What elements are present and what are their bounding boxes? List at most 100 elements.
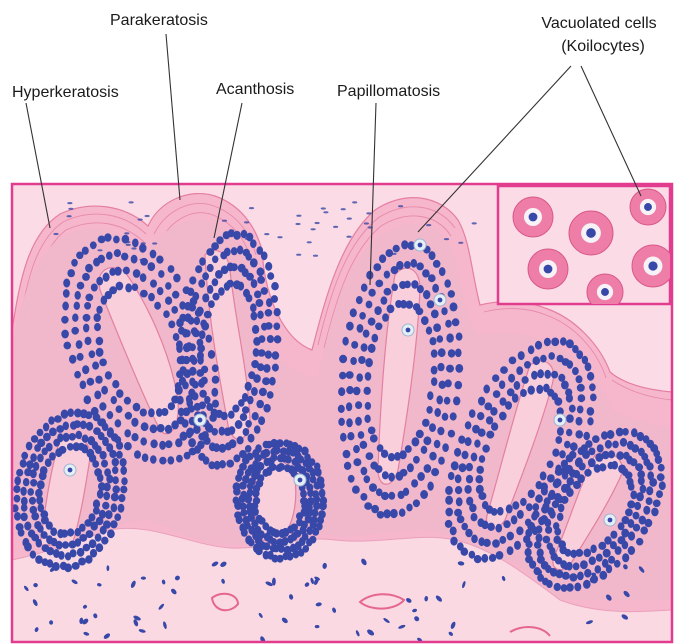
epithelial-nucleus [60,562,67,570]
epithelial-nucleus [478,397,485,406]
epithelial-nucleus [306,538,312,546]
epithelial-nucleus [116,441,123,449]
epithelial-nucleus [445,320,452,328]
epithelial-nucleus [124,442,132,450]
epithelial-nucleus [179,314,186,322]
epithelial-nucleus [272,364,279,372]
parakeratotic-nucleus [347,218,352,220]
epithelial-nucleus [580,560,588,569]
epithelial-nucleus [442,443,449,452]
epithelial-nucleus [507,388,515,396]
epithelial-nucleus [74,528,81,536]
epithelial-nucleus [178,327,185,335]
epithelial-nucleus [72,562,80,570]
epithelial-nucleus [445,508,453,517]
epithelial-nucleus [573,470,580,478]
epithelial-nucleus [608,556,615,564]
epithelial-nucleus [140,273,147,282]
epithelial-nucleus [653,500,661,508]
epithelial-nucleus [96,543,104,552]
epithelial-nucleus [544,338,551,346]
epithelial-nucleus [364,475,371,483]
epithelial-nucleus [499,536,506,544]
epithelial-nucleus [496,551,504,560]
epithelial-nucleus [276,439,284,447]
epithelial-nucleus [177,396,184,405]
epithelial-nucleus [240,491,247,499]
epithelial-nucleus [226,280,234,288]
epithelial-nucleus [471,535,478,544]
epithelial-nucleus [622,553,629,562]
epithelial-nucleus [233,482,241,491]
epithelial-nucleus [101,386,108,395]
epithelial-nucleus [420,490,428,499]
epithelial-nucleus [454,448,461,457]
epithelial-nucleus [520,389,527,397]
epithelial-nucleus [112,466,118,474]
parakeratotic-nucleus [315,222,320,224]
epithelial-nucleus [253,544,260,553]
epithelial-nucleus [489,554,496,562]
koilocyte-nucleus [544,265,553,274]
epithelial-nucleus [370,462,378,470]
epithelial-nucleus [454,509,462,517]
parakeratotic-nucleus [249,207,254,209]
epithelial-nucleus [398,491,405,499]
epithelial-nucleus [417,285,424,293]
epithelial-nucleus [200,390,207,398]
epithelial-nucleus [125,412,132,420]
epithelial-nucleus [238,282,245,291]
epithelial-nucleus [592,435,600,443]
epithelial-nucleus [198,453,205,461]
epithelial-nucleus [453,396,460,405]
parakeratotic-nucleus [444,238,449,240]
epithelial-nucleus [23,478,30,486]
epithelial-nucleus [615,546,622,555]
epithelial-nucleus [566,414,574,423]
epithelial-nucleus [481,554,488,563]
epithelial-nucleus [245,420,252,428]
epithelial-nucleus [482,445,490,453]
koilocyte-nucleus [418,243,423,248]
epithelial-nucleus [315,468,322,477]
epithelial-nucleus [633,524,640,532]
epithelial-nucleus [516,366,523,375]
epithelial-nucleus [500,397,507,405]
epithelial-nucleus [533,356,541,365]
parakeratotic-nucleus [333,226,338,228]
epithelial-nucleus [178,408,185,417]
epithelial-nucleus [90,521,98,530]
epithelial-nucleus [384,288,392,296]
epithelial-nucleus [548,474,554,482]
epithelial-nucleus [317,481,324,489]
parakeratotic-nucleus [366,212,371,214]
epithelial-nucleus [455,349,462,358]
epithelial-nucleus [596,554,603,562]
koilocyte-nucleus [406,328,411,333]
epithelial-nucleus [252,325,259,334]
epithelial-nucleus [374,306,381,315]
epithelial-nucleus [427,391,433,400]
epithelial-nucleus [352,486,360,494]
epithelial-nucleus [207,285,213,294]
epithelial-nucleus [69,541,77,549]
epithelial-nucleus [157,424,165,432]
epithelial-nucleus [496,524,503,533]
epithelial-nucleus [192,330,200,338]
epithelial-nucleus [507,546,514,555]
epithelial-nucleus [212,293,219,301]
epithelial-nucleus [383,509,391,518]
parakeratotic-nucleus [391,253,396,255]
epithelial-nucleus [493,390,501,398]
epithelial-nucleus [94,313,101,322]
epithelial-nucleus [37,429,44,437]
epithelial-nucleus [74,302,80,310]
epithelial-nucleus [509,357,517,365]
epithelial-nucleus [206,403,213,411]
epithelial-nucleus [212,255,218,263]
parakeratotic-nucleus [245,238,250,240]
parakeratotic-nucleus [296,254,301,256]
epithelial-nucleus [49,428,57,437]
epithelial-nucleus [567,360,574,369]
epithelial-nucleus [29,497,36,505]
